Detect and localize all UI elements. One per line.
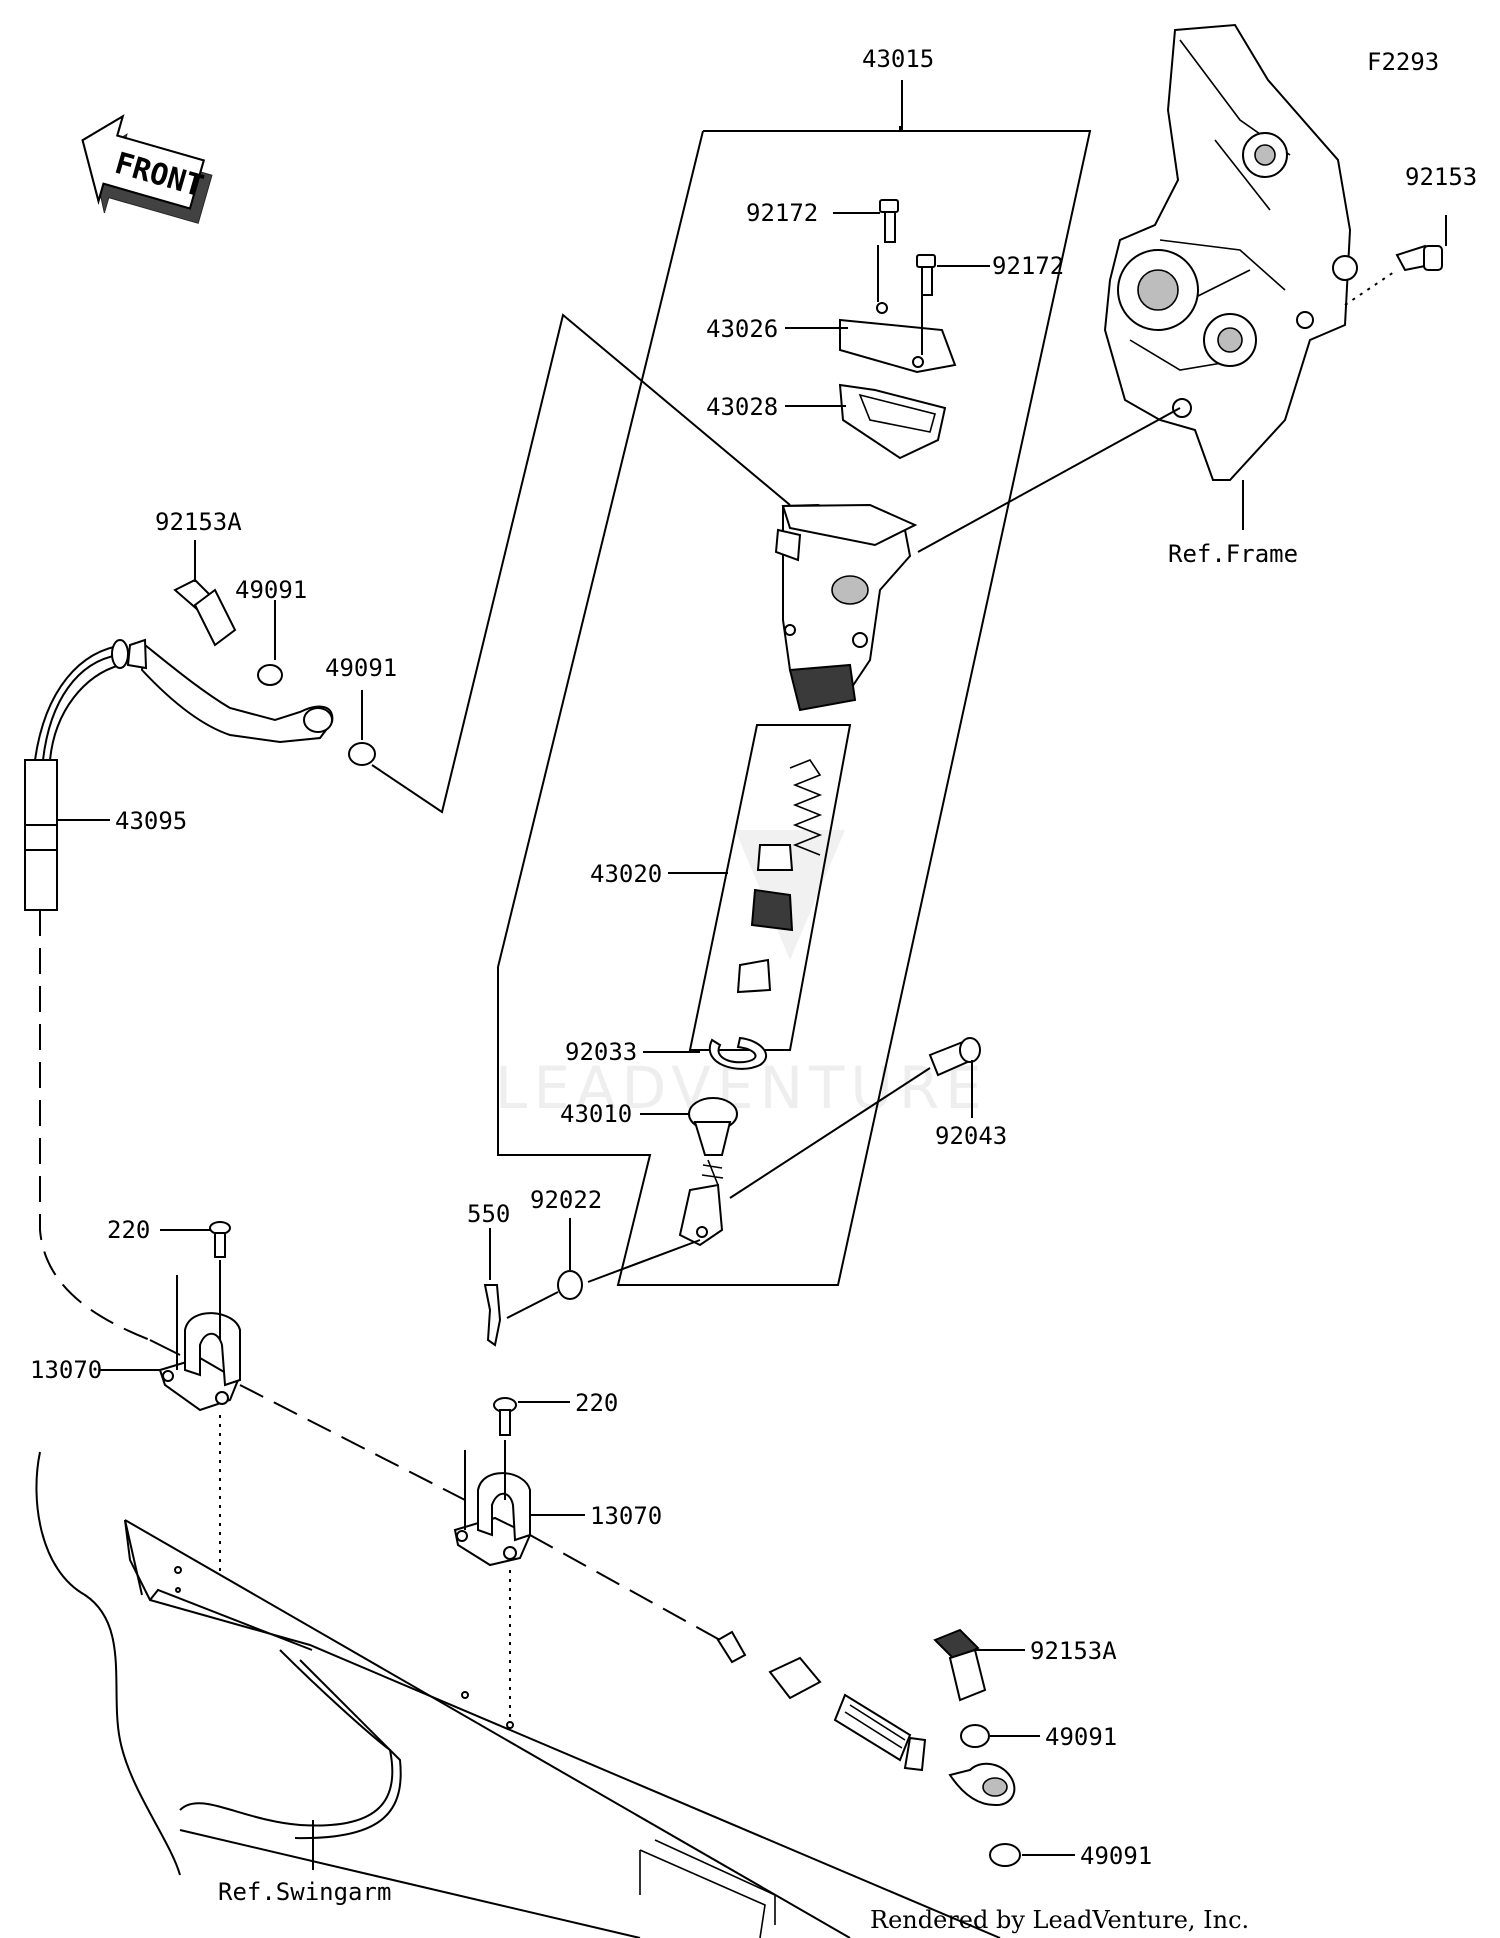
clamp-13070-b bbox=[453, 1472, 532, 1567]
callout-43026: 43026 bbox=[706, 315, 778, 343]
credit-text: Rendered by LeadVenture, Inc. bbox=[870, 1906, 1249, 1934]
callout-43095: 43095 bbox=[115, 807, 187, 835]
ref-frame-label: Ref.Frame bbox=[1168, 540, 1298, 568]
callout-49091-c: 49091 bbox=[1045, 1723, 1117, 1751]
callout-92022: 92022 bbox=[530, 1186, 602, 1214]
bolt-220-b bbox=[493, 1397, 517, 1436]
callout-49091-b: 49091 bbox=[325, 654, 397, 682]
figure-code: F2293 bbox=[1367, 48, 1439, 76]
piston-kit-43020 bbox=[688, 724, 852, 1051]
diaphragm-43028 bbox=[838, 383, 947, 460]
callout-43028: 43028 bbox=[706, 393, 778, 421]
callout-550: 550 bbox=[467, 1200, 510, 1228]
banjo-bolt-92153A-top bbox=[173, 578, 237, 647]
screw-92172-a bbox=[879, 199, 899, 243]
callout-43015: 43015 bbox=[862, 45, 934, 73]
callout-92153: 92153 bbox=[1405, 163, 1477, 191]
callout-92033: 92033 bbox=[565, 1038, 637, 1066]
washer-49091-c bbox=[960, 1724, 990, 1748]
front-arrow-icon: FRONT bbox=[81, 114, 213, 224]
callout-92043: 92043 bbox=[935, 1122, 1007, 1150]
hose-upper-fitting bbox=[126, 638, 334, 744]
washer-92022 bbox=[557, 1270, 583, 1300]
callout-43020: 43020 bbox=[590, 860, 662, 888]
callout-13070-a: 13070 bbox=[30, 1356, 102, 1384]
washer-49091-a bbox=[257, 664, 283, 686]
washer-49091-b bbox=[348, 742, 376, 766]
cotter-pin-550 bbox=[483, 1284, 502, 1347]
callout-92172-a: 92172 bbox=[746, 199, 818, 227]
ref-swingarm-label: Ref.Swingarm bbox=[218, 1878, 391, 1906]
callout-220-b: 220 bbox=[575, 1389, 618, 1417]
bolt-92153 bbox=[1395, 244, 1443, 272]
callout-49091-d: 49091 bbox=[1080, 1842, 1152, 1870]
reservoir-cap-43026 bbox=[839, 302, 957, 374]
push-rod-43010 bbox=[678, 1097, 738, 1247]
brake-hose-43095 bbox=[24, 639, 151, 1341]
bolt-220-a bbox=[209, 1221, 231, 1258]
callout-49091-a: 49091 bbox=[235, 576, 307, 604]
swingarm bbox=[35, 1451, 1001, 1938]
hose-lower-fitting bbox=[716, 1630, 1016, 1807]
clamp-13070-a bbox=[158, 1312, 241, 1412]
assembly-bracket-43015 bbox=[497, 80, 1092, 1286]
master-cylinder bbox=[774, 503, 918, 712]
banjo-bolt-92153A-bottom bbox=[933, 1628, 987, 1702]
screw-92172-b bbox=[916, 254, 936, 296]
callout-92153A-top: 92153A bbox=[155, 508, 242, 536]
callout-92172-b: 92172 bbox=[992, 252, 1064, 280]
callout-43010: 43010 bbox=[560, 1100, 632, 1128]
washer-49091-d bbox=[989, 1843, 1021, 1867]
callout-220-a: 220 bbox=[107, 1216, 150, 1244]
circlip-92033 bbox=[708, 1036, 768, 1070]
frame-bracket bbox=[1103, 23, 1358, 481]
callout-92153A-bottom: 92153A bbox=[1030, 1637, 1117, 1665]
callout-13070-b: 13070 bbox=[590, 1502, 662, 1530]
